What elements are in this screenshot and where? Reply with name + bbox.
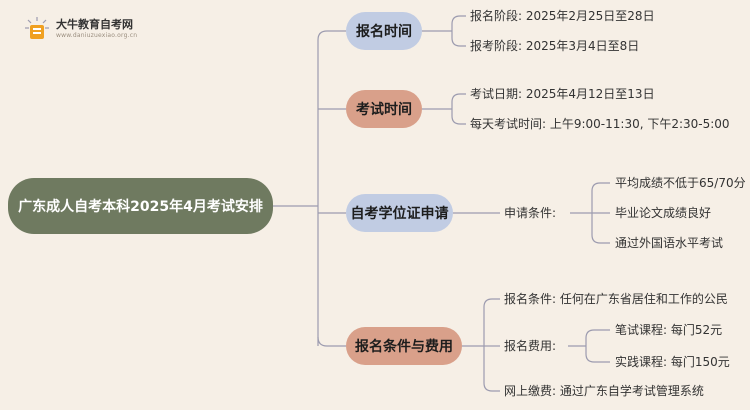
leaf-foreign-language: 通过外国语水平考试 [615, 236, 724, 250]
connector-b4-sub2 [585, 338, 610, 363]
leaf-application-conditions: 申请条件: [504, 206, 557, 220]
category-degree-application: 自考学位证申请 [346, 194, 453, 232]
connector-b4-sub1 [585, 329, 610, 339]
category-exam-time: 考试时间 [346, 90, 422, 128]
leaf-registration-phase: 报名阶段: 2025年2月25日至28日 [470, 9, 655, 23]
logo-title: 大牛教育自考网 [56, 18, 133, 31]
category-registration-time: 报名时间 [346, 12, 422, 50]
leaf-eligibility: 报名条件: 任何在广东省居住和工作的公民 [504, 292, 728, 306]
leaf-registration-fee: 报名费用: [504, 339, 557, 353]
connector-b1-leaf2 [451, 24, 466, 47]
leaf-practical-course-fee: 实践课程: 每门150元 [615, 355, 730, 369]
connector-branch-4 [317, 336, 346, 347]
connector-b4-leaf3 [483, 307, 500, 392]
category-requirements-fees: 报名条件与费用 [346, 327, 462, 365]
book-icon [25, 17, 49, 39]
connector-b2-leaf1 [451, 93, 466, 103]
connector-b1-leaf1 [451, 15, 466, 25]
root-node: 广东成人自考本科2025年4月考试安排 [8, 178, 273, 234]
logo-url: www.daniuzuexiao.org.cn [56, 32, 138, 39]
leaf-written-course-fee: 笔试课程: 每门52元 [615, 323, 723, 337]
connector-b4-leaf1 [483, 298, 500, 308]
leaf-average-score: 平均成绩不低于65/70分 [615, 176, 746, 190]
leaf-exam-dates: 考试日期: 2025年4月12日至13日 [470, 87, 655, 101]
connector-b3-leaf1 [591, 182, 610, 192]
site-logo[interactable]: 大牛教育自考网 www.daniuzuexiao.org.cn [24, 16, 137, 42]
connector-b3-leaf3 [591, 191, 610, 244]
connector-branch-1 [317, 30, 346, 41]
leaf-application-phase: 报考阶段: 2025年3月4日至8日 [470, 39, 640, 53]
leaf-thesis-grade: 毕业论文成绩良好 [615, 206, 712, 220]
leaf-daily-exam-time: 每天考试时间: 上午9:00-11:30, 下午2:30-5:00 [470, 117, 730, 131]
connector-b2-leaf2 [451, 102, 466, 125]
leaf-online-payment: 网上缴费: 通过广东自学考试管理系统 [504, 384, 704, 398]
